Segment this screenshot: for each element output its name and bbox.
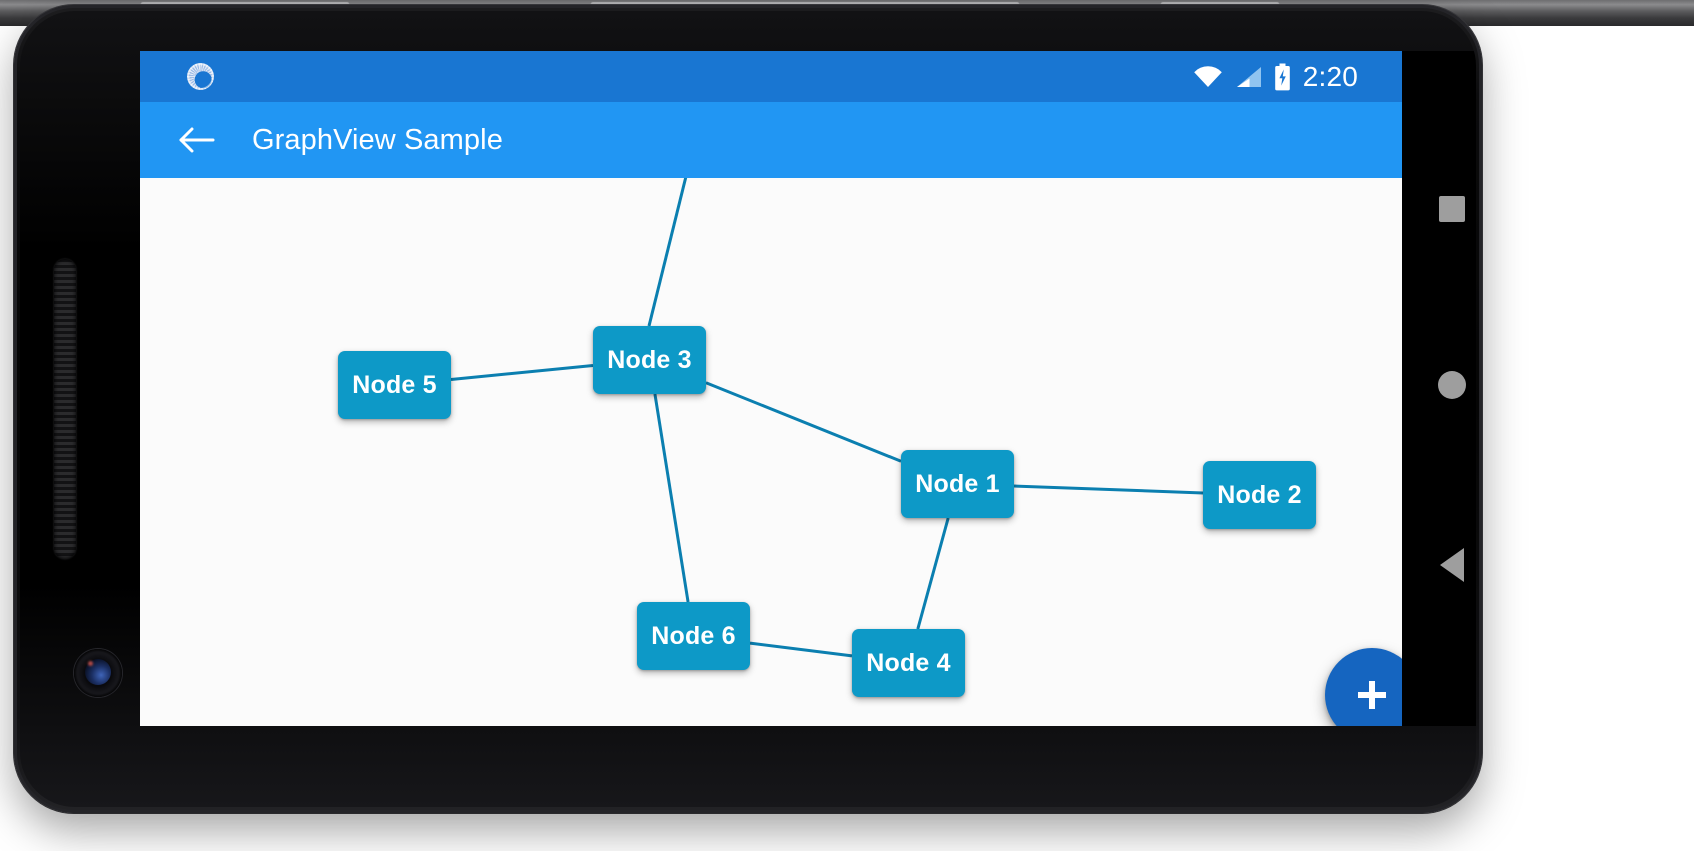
nav-recents-button[interactable] <box>1439 195 1465 222</box>
graph-node-label: Node 4 <box>866 648 951 677</box>
battery-charging-icon <box>1274 63 1291 91</box>
graph-edge-layer <box>450 178 1204 658</box>
triangle-left-icon <box>1440 547 1464 582</box>
status-bar: 2:20 <box>140 51 1402 102</box>
sync-circle-icon <box>187 63 214 90</box>
phone-bezel: 2:20 GraphView Sample Node 1 Node 2 Node 3… <box>20 11 1476 807</box>
graph-edge-n3-n5 <box>450 364 594 381</box>
add-fab-button[interactable] <box>1325 648 1402 726</box>
graph-node-label: Node 3 <box>607 345 692 374</box>
graph-node-label: Node 6 <box>651 621 736 650</box>
graph-edge-n6-n4 <box>749 641 853 658</box>
camera-flare <box>88 661 93 666</box>
status-clock: 2:20 <box>1302 60 1358 92</box>
square-icon <box>1439 195 1465 222</box>
circle-icon <box>1438 370 1466 399</box>
graph-edge-n1-n2 <box>1013 484 1204 495</box>
graph-node-label: Node 5 <box>352 370 437 399</box>
front-camera <box>74 649 122 697</box>
graph-edge-n3-offscreen-top <box>647 178 688 327</box>
back-arrow-icon[interactable] <box>173 117 219 163</box>
wifi-icon <box>1193 65 1223 89</box>
graph-edge-n3-n6 <box>653 393 690 603</box>
graph-node-node-3[interactable]: Node 3 <box>593 326 706 394</box>
graph-node-node-1[interactable]: Node 1 <box>901 450 1014 518</box>
plus-icon <box>1358 681 1386 709</box>
graph-node-node-6[interactable]: Node 6 <box>637 602 750 670</box>
phone-screen: 2:20 GraphView Sample Node 1 Node 2 Node 3… <box>140 51 1402 726</box>
speaker-grille-left <box>54 259 76 559</box>
navigation-bar <box>1402 51 1476 726</box>
graph-node-node-2[interactable]: Node 2 <box>1203 461 1316 529</box>
graph-edge-n1-n4 <box>916 517 950 630</box>
page-title: GraphView Sample <box>252 123 503 156</box>
graph-node-node-5[interactable]: Node 5 <box>338 351 451 419</box>
graph-canvas[interactable]: Node 1 Node 2 Node 3 Node 4 Node 5 Node 6 <box>140 178 1402 726</box>
nav-home-button[interactable] <box>1438 370 1466 399</box>
status-bar-icons: 2:20 <box>1193 61 1402 93</box>
phone-device: 2:20 GraphView Sample Node 1 Node 2 Node 3… <box>14 5 1482 813</box>
cellular-signal-icon <box>1235 65 1262 89</box>
graph-node-label: Node 2 <box>1217 480 1302 509</box>
nav-back-button[interactable] <box>1440 547 1464 582</box>
graph-node-label: Node 1 <box>915 469 1000 498</box>
graph-node-node-4[interactable]: Node 4 <box>852 629 965 697</box>
graph-edge-n3-n1 <box>705 381 902 463</box>
app-toolbar: GraphView Sample <box>140 102 1402 178</box>
